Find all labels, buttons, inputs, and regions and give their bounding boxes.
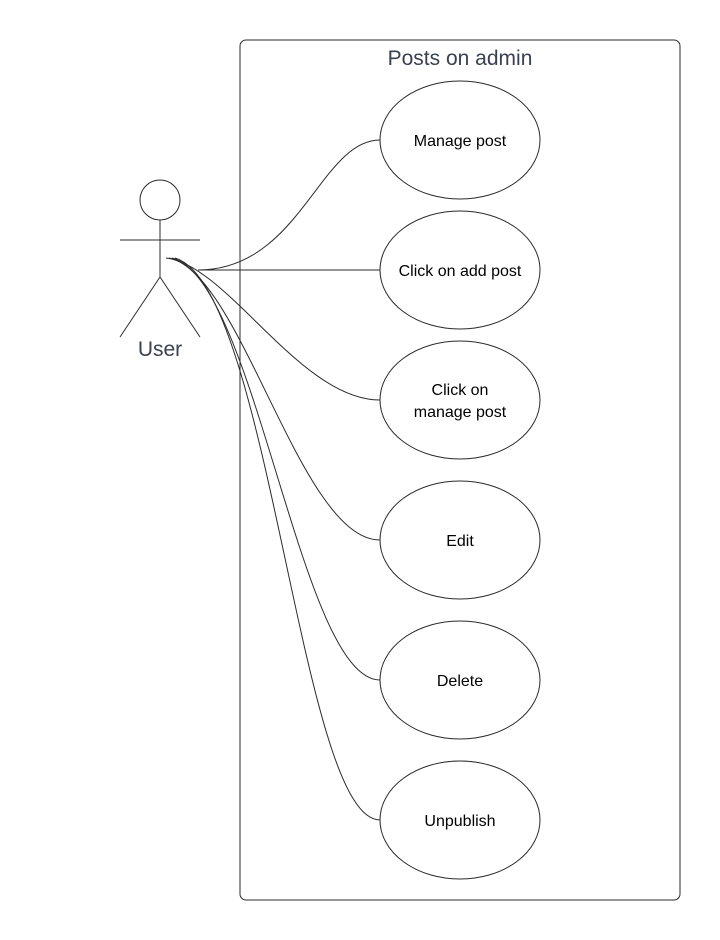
associations xyxy=(165,139,381,821)
use-case-label: Delete xyxy=(437,673,483,690)
actor-right-leg xyxy=(159,276,201,338)
use-case-click-on-manage-post: Click on manage post xyxy=(379,340,541,460)
use-case-unpublish: Unpublish xyxy=(379,760,541,880)
system-title: Posts on admin xyxy=(388,47,533,70)
use-case-label: Edit xyxy=(446,533,474,550)
use-case-label: Click on xyxy=(432,382,489,399)
association-edit xyxy=(168,257,381,541)
actor-user xyxy=(119,179,201,338)
association-click-on-manage-post xyxy=(165,257,381,401)
use-case-edit: Edit xyxy=(379,480,541,600)
association-unpublish xyxy=(174,257,381,821)
use-case-manage-post: Manage post xyxy=(379,80,541,200)
use-case-label: Manage post xyxy=(414,133,507,150)
use-case-label: Unpublish xyxy=(424,813,495,830)
use-case-ellipse xyxy=(379,620,541,740)
use-case-label: manage post xyxy=(414,404,507,421)
actor-head xyxy=(139,179,181,221)
use-case-ellipse xyxy=(379,80,541,200)
association-manage-post xyxy=(197,139,381,271)
use-case-label: Click on add post xyxy=(399,263,522,280)
actor-label: User xyxy=(138,338,182,361)
system-boundary xyxy=(239,39,681,901)
use-case-click-on-add-post: Click on add post xyxy=(379,210,541,330)
use-case-ellipse xyxy=(379,340,541,460)
use-case-ellipse xyxy=(379,480,541,600)
use-case-ellipse xyxy=(379,210,541,330)
association-delete xyxy=(171,257,381,681)
use-case-ellipse xyxy=(379,760,541,880)
use-case-delete: Delete xyxy=(379,620,541,740)
actor-left-leg xyxy=(119,276,161,338)
